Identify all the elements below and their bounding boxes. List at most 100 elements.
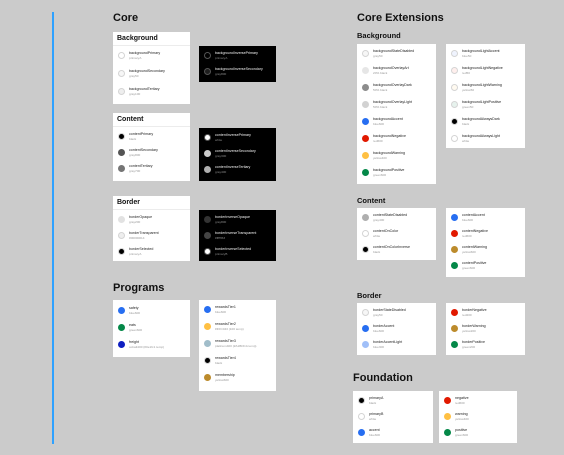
token-name: backgroundOverlayLight (373, 99, 412, 104)
token-name: borderStateDisabled (373, 307, 406, 312)
token-value: primaryA (129, 55, 142, 60)
color-swatch-dot (118, 324, 125, 331)
token-name: primaryB (369, 411, 384, 416)
color-swatch-dot (204, 68, 211, 75)
color-swatch-dot (118, 52, 125, 59)
token-value: blue50 (462, 53, 472, 58)
token-name: borderInverseOpaque (215, 214, 250, 219)
token-value: blue600 (373, 328, 385, 333)
token-value: white (462, 138, 470, 143)
token-value: white (215, 137, 223, 142)
token-value: 50% black (373, 87, 388, 92)
token-name: rewardsTier2 (215, 321, 236, 326)
color-swatch-dot (362, 101, 369, 108)
token-value: white (369, 416, 377, 421)
token-name: membership (215, 372, 235, 377)
token-name: borderInverseTransparent (215, 230, 257, 235)
token-name: positive (455, 427, 468, 432)
color-swatch-dot (451, 246, 458, 253)
color-swatch-dot (204, 150, 211, 157)
heading-ext-border: Border (357, 291, 382, 300)
token-name: eats (129, 322, 136, 327)
token-value: gray800 (215, 71, 227, 76)
color-token-row: rewardsTier2#FFC043 (100 temp) (204, 321, 273, 335)
token-value: gray300 (215, 153, 227, 158)
token-value: green600 (129, 327, 143, 332)
token-name: backgroundInverseSecondary (215, 66, 263, 71)
token-value: black (129, 136, 137, 141)
color-swatch-dot (362, 309, 369, 316)
color-swatch-dot (204, 357, 211, 364)
token-name: backgroundSecondary (129, 68, 165, 73)
color-swatch-dot (362, 84, 369, 91)
color-swatch-dot (118, 133, 125, 140)
token-value: gray100 (129, 91, 141, 96)
token-value: yellow400 (373, 155, 387, 160)
token-value: green200 (462, 344, 476, 349)
heading-core-extensions: Core Extensions (357, 12, 444, 24)
token-value: primaryB (215, 251, 228, 256)
color-swatch-dot (451, 135, 458, 142)
token-value: white (373, 233, 381, 238)
token-name: backgroundInversePrimary (215, 50, 258, 55)
token-name: backgroundNegative (373, 133, 406, 138)
token-name: contentInverseTertiary (215, 164, 251, 169)
token-name: accent (369, 427, 380, 432)
token-value: #FFC043 (100 temp) (215, 326, 244, 331)
color-swatch-dot (204, 166, 211, 173)
color-swatch-dot (451, 50, 458, 57)
color-swatch-dot (451, 84, 458, 91)
token-value: 20% black (373, 70, 388, 75)
token-name: contentInversePrimary (215, 132, 251, 137)
color-swatch-dot (362, 152, 369, 159)
color-swatch-dot (362, 230, 369, 237)
token-value: red600 (462, 233, 472, 238)
token-name: borderSelected (129, 246, 154, 251)
token-value: blue600 (369, 432, 381, 437)
color-swatch-dot (451, 325, 458, 332)
color-swatch-dot (118, 88, 125, 95)
token-value: red200 (462, 312, 472, 317)
token-name: backgroundPrimary (129, 50, 161, 55)
token-value: green600 (455, 432, 469, 437)
color-swatch-dot (204, 134, 211, 141)
token-name: backgroundLightPositive (462, 99, 502, 104)
token-name: backgroundTertiary (129, 86, 160, 91)
color-swatch-dot (451, 262, 458, 269)
card-title: Background (113, 32, 190, 46)
token-name: contentInverseSecondary (215, 148, 256, 153)
color-swatch-dot (118, 341, 125, 348)
token-name: backgroundWarning (373, 150, 406, 155)
token-value: gray800 (215, 219, 227, 224)
heading-core: Core (113, 12, 139, 24)
token-name: rewardsTier3 (215, 338, 236, 343)
heading-ext-background: Background (357, 31, 401, 40)
color-swatch-dot (118, 149, 125, 156)
token-value: green600 (373, 172, 387, 177)
token-name: backgroundLightAccent (462, 48, 500, 53)
color-swatch-dot (444, 429, 451, 436)
color-swatch-dot (118, 248, 125, 255)
color-swatch-dot (362, 214, 369, 221)
